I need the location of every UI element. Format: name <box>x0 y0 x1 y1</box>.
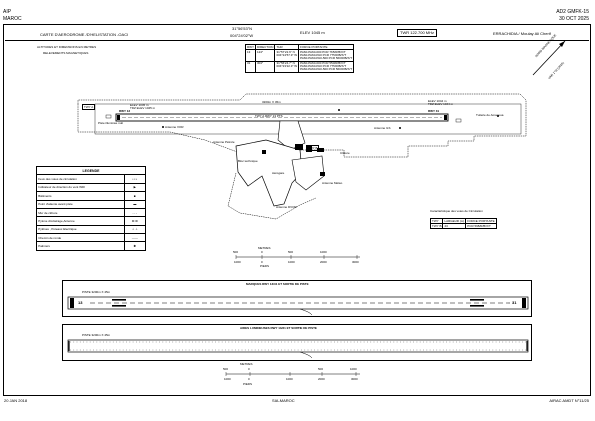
elevation-label: ELEV 1045 m <box>300 30 325 35</box>
scale-bottom-metres-label: METRES <box>240 362 253 366</box>
table-row: TWY B 23 PCR 598/R/B/X/T <box>429 223 497 230</box>
scale-bottom-m-tick: 0 <box>248 367 250 371</box>
cell-force: PA60-PA60-000 PCR 765/R/B/X/T PA60-PA60-… <box>298 49 355 62</box>
runway-dimension-label: 3200m X 45m <box>262 100 281 104</box>
cell-force: PCR 598/R/B/X/T <box>465 223 497 230</box>
chart-title: CARTE D'AERODROME /D'HELISTATION -OACI <box>40 32 129 37</box>
rwy31-elev-note: ELEV 1044 m TDZ ELEV 1044 m <box>428 99 454 106</box>
apron-left-note: Antenne Pétrole <box>213 140 235 144</box>
twy-table-title: Caractéristique des voies de Circulation <box>430 209 483 213</box>
rwy13-elev-note: ELEV 1045 m TDZ ELEV 1045 m <box>130 103 156 110</box>
twy-table: TWY LARGEUR (m) FORCE PORTANTE TWY B 23 … <box>429 217 497 230</box>
marking-panel <box>62 280 532 317</box>
rwy13-label: RWY 13 <box>119 109 131 113</box>
scale-bottom-pieds-label: PIEDS <box>243 382 253 386</box>
scale-top-m-tick: 500 <box>288 250 294 254</box>
runway-note: TWY A RWY 13 PTS <box>255 114 283 118</box>
rwy31-label: RWY 31 <box>428 109 440 113</box>
scale-top-metres-label: METRES <box>258 246 271 250</box>
scale-top-m-tick: 0 <box>261 250 263 254</box>
cell-twy: TWY B <box>429 223 444 230</box>
left-antenna-note: Antenne VOR <box>165 125 184 129</box>
chart-date: 30 OCT 2025 <box>559 16 589 22</box>
palm-tree-icon: ✱ <box>123 241 147 251</box>
scale-bottom-ft-tick: 0 <box>248 377 250 381</box>
twy-a-label: TWY A <box>82 104 96 110</box>
twr-frequency: TWR 122.700 MHz <box>397 29 438 37</box>
legend-table: LEGENDE Feux des voies de circulation• ▪… <box>36 165 147 251</box>
dvor-note: Antenne DVOR <box>276 205 297 209</box>
scale-top-m-tick: 500 <box>233 250 239 254</box>
scale-bottom-m-tick: 500 <box>318 367 324 371</box>
note-bearings: RELEVEMENTS MAGNETIQUES <box>43 51 89 55</box>
scale-bottom-ft-tick: 1000 <box>286 377 293 381</box>
marking-rwy13-number: 13 <box>78 300 83 305</box>
arp-longitude: 004°24'02"W <box>230 33 254 38</box>
country-label: MAROC <box>3 16 22 22</box>
note-altitudes: ALTITUDES ET DIMENSIONS EN METRES <box>37 45 97 49</box>
cell-rwy: 13 <box>245 49 256 62</box>
legend-row: Palmiers✱ <box>36 241 147 251</box>
scale-top-ft-tick: 3000 <box>352 260 359 264</box>
meteo-antenna-note: Antenne Météo <box>322 181 343 185</box>
fence-note: Clôture <box>340 151 350 155</box>
right-far-note: Tuilerie de Amagoua <box>476 113 504 117</box>
parking-note: Bloc technique <box>238 159 258 163</box>
scale-bottom-ft-tick: 1000 <box>224 377 231 381</box>
airport-name: ERRACHIDIA / Moulay Ali Cherif <box>493 31 551 36</box>
scale-bottom-ft-tick: 3000 <box>351 377 358 381</box>
cell-force: PA60-PA60-000 PCR 550/R/B/X/T PA60-PA60-… <box>298 60 355 74</box>
cell-thr: 31°57'22.6" N 004°24'57.9" W <box>274 49 300 62</box>
scale-bottom-ft-tick: 2000 <box>318 377 325 381</box>
scale-top-ft-tick: 2000 <box>320 260 327 264</box>
chart-frame <box>3 24 591 396</box>
scale-top-ft-tick: 0 <box>261 260 263 264</box>
arp-latitude: 31°56'53"N <box>232 26 253 31</box>
right-antenna-note: Antenne ILS <box>374 126 391 130</box>
lighting-piste-label: PISTE 3200m X 45m <box>82 333 111 337</box>
footer-publisher: SIA-MAROC <box>272 398 295 403</box>
table-row: 31 304° 31°56'24.7" N 004°23'22.3" W PA6… <box>245 60 355 74</box>
marking-rwy31-number: 31 <box>512 300 517 305</box>
runway-table: RWY DIRECTION THR FORCE PORTANTE 13 124°… <box>245 43 355 74</box>
footer-date: 20 JAN 2018 <box>4 398 28 403</box>
scale-top-pieds-label: PIEDS <box>260 264 270 268</box>
lighting-panel <box>62 324 532 361</box>
aip-label: AIP <box>3 9 12 15</box>
left-windsock-note: Piste illuminée nuit <box>98 121 124 125</box>
table-row: 13 124° 31°57'22.6" N 004°24'57.9" W PA6… <box>245 49 355 62</box>
footer-amendment: AIRAC AMDT N°11/25 <box>549 398 589 403</box>
marking-title: MARQUES RWY 13/31 ET SORTIE DE PISTE <box>246 282 309 286</box>
scale-top-ft-tick: 1000 <box>234 260 241 264</box>
lighting-title: AIDES LUMINEUSES RWY 13/31 ET SORTIE DE … <box>240 326 317 330</box>
scale-bottom-m-tick: 500 <box>223 367 229 371</box>
twy-b-label: TWY B <box>306 145 320 151</box>
scale-top-ft-tick: 1000 <box>288 260 295 264</box>
header-divider <box>5 40 589 41</box>
terminal-note: Aérogare <box>272 171 285 175</box>
cell-rwy: 31 <box>245 60 256 74</box>
marking-piste-label: PISTE 3200m X 45m <box>82 290 111 294</box>
scale-bottom-m-tick: 1000 <box>350 367 357 371</box>
chart-code: AD2 GMFK-15 <box>556 9 589 15</box>
scale-top-m-tick: 1000 <box>320 250 327 254</box>
